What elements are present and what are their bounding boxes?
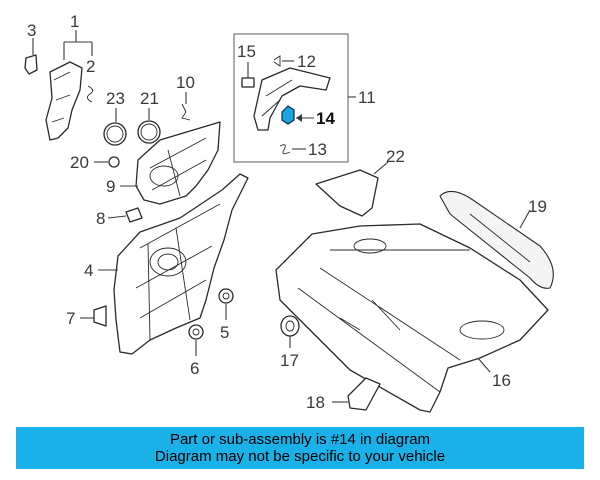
callout-8: 8	[96, 209, 105, 228]
callout-13: 13	[308, 140, 327, 159]
part-4-quarter-panel	[98, 173, 249, 355]
part-22-cover	[315, 161, 389, 217]
callout-3: 3	[27, 21, 36, 40]
part-15-clip	[241, 62, 255, 88]
callout-4: 4	[84, 261, 93, 280]
callout-5: 5	[220, 323, 229, 342]
part-17-grommet	[280, 315, 300, 348]
callout-14-highlighted: 14	[316, 109, 335, 128]
part-21-grommet	[137, 108, 161, 144]
part-10-clip	[181, 92, 191, 121]
part-14-highlighted	[281, 105, 314, 125]
part-8-bracket	[107, 207, 143, 223]
part-6-fastener	[188, 324, 204, 356]
part-2-clip	[87, 85, 93, 103]
callout-18: 18	[306, 393, 325, 412]
part-13-clip	[279, 144, 306, 155]
callout-1: 1	[70, 12, 79, 31]
part-12-clip	[273, 55, 294, 67]
parts-diagram: 1 2 3 4 5 6 7 8 9 10 11 12 13 14 15 16 1…	[24, 12, 554, 413]
callout-10: 10	[176, 73, 195, 92]
callout-11: 11	[358, 88, 376, 107]
part-11-inset-box	[233, 33, 356, 163]
callout-12: 12	[297, 52, 316, 71]
callout-22: 22	[386, 147, 405, 166]
callout-6: 6	[190, 359, 199, 378]
part-9-speaker-trim	[120, 121, 221, 205]
part-18-bracket	[332, 377, 381, 411]
banner-line-1: Part or sub-assembly is #14 in diagram	[169, 431, 431, 448]
callout-7: 7	[66, 309, 75, 328]
callout-19: 19	[528, 197, 547, 216]
part-11-trim-cover	[253, 67, 331, 131]
callout-20: 20	[70, 153, 89, 172]
part-19-strip	[439, 190, 554, 289]
info-banner: Part or sub-assembly is #14 in diagram D…	[16, 427, 584, 469]
banner-line-2: Diagram may not be specific to your vehi…	[154, 448, 446, 465]
callout-2: 2	[86, 57, 95, 76]
callout-23: 23	[106, 89, 125, 108]
part-7-clip	[80, 305, 107, 327]
part-23-grommet	[103, 108, 127, 146]
callout-15: 15	[237, 42, 256, 61]
callout-21: 21	[140, 89, 159, 108]
callout-16: 16	[492, 371, 511, 390]
callout-9: 9	[106, 177, 115, 196]
part-20-plug	[94, 156, 120, 168]
callout-17: 17	[280, 351, 299, 370]
part-1-pillar-trim	[45, 30, 93, 141]
part-16-package-tray	[275, 223, 549, 413]
part-5-fastener	[218, 288, 234, 320]
part-3-clip	[24, 38, 38, 75]
